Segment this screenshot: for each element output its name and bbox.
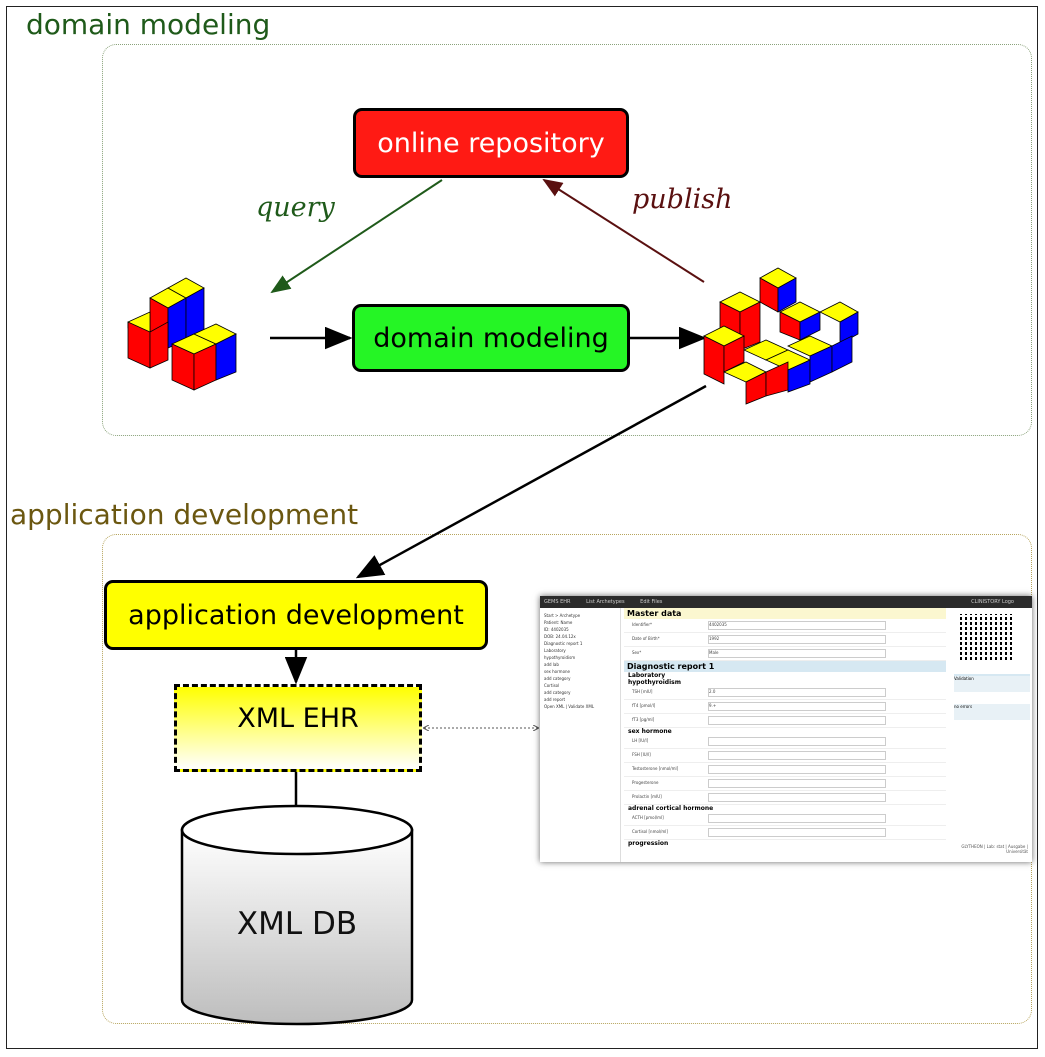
field-label: FSH [IU/l] bbox=[632, 752, 651, 757]
topbar-list-archetypes: List Archetypes bbox=[586, 599, 625, 605]
form-row: Prolactin [mIU] bbox=[624, 791, 946, 805]
screenshot-topbar: GEMS EHR List Archetypes Edit Files CLIN… bbox=[540, 596, 1032, 608]
form-row: Testosterone [nmol/ml] bbox=[624, 763, 946, 777]
database-cylinder bbox=[180, 804, 414, 1026]
adrenal-header: adrenal cortical hormone bbox=[628, 805, 714, 812]
field-input[interactable] bbox=[708, 737, 886, 746]
qr-code-icon bbox=[960, 614, 1014, 660]
field-input[interactable] bbox=[708, 793, 886, 802]
field-input[interactable] bbox=[708, 779, 886, 788]
application-development-node: application development bbox=[104, 580, 488, 650]
validation-box: Validation bbox=[954, 674, 1030, 692]
field-label: Progesterone bbox=[632, 780, 659, 785]
sex-hormone-header: sex hormone bbox=[628, 728, 672, 735]
form-row: ACTH [pmol/ml] bbox=[624, 812, 946, 826]
laboratory-header: Laboratory bbox=[628, 672, 666, 679]
diagram-frame bbox=[6, 6, 1038, 1049]
topbar-user: CLINISTORY Logo bbox=[971, 599, 1014, 605]
sidebar-tree-item[interactable]: Patient: Name bbox=[544, 620, 573, 625]
field-label: ACTH [pmol/ml] bbox=[632, 815, 664, 820]
sidebar-tree-item[interactable]: hypothyroidism bbox=[544, 655, 576, 660]
field-input[interactable] bbox=[708, 828, 886, 837]
sidebar-tree-item[interactable]: Open XML | Validate XML bbox=[544, 704, 595, 709]
form-row: Date of Birth* 1992 bbox=[624, 633, 946, 647]
field-label: Date of Birth* bbox=[632, 636, 660, 641]
form-row: Progesterone bbox=[624, 777, 946, 791]
field-label: fT4 [pmol/l] bbox=[632, 703, 656, 708]
query-label: query bbox=[256, 192, 335, 223]
form-row: Identifier* 4402035 bbox=[624, 619, 946, 633]
form-row: fT3 [pg/ml] bbox=[624, 714, 946, 728]
section-title-domain-modeling: domain modeling bbox=[26, 8, 271, 41]
publish-arrow bbox=[542, 178, 705, 283]
field-input[interactable]: 1992 bbox=[708, 635, 886, 644]
field-input[interactable]: Male bbox=[708, 649, 886, 658]
small-cube-model-icon bbox=[127, 277, 237, 391]
model-to-app-arrow bbox=[355, 384, 707, 579]
sidebar-tree-item[interactable]: Diagnostic report 1 bbox=[544, 641, 583, 646]
field-label: TSH [mIU] bbox=[632, 689, 653, 694]
sidebar-tree-item[interactable]: add category bbox=[544, 676, 571, 681]
field-input[interactable]: 2.0 bbox=[708, 688, 886, 697]
field-input[interactable] bbox=[708, 765, 886, 774]
screenshot-footer: GLYTHEON | Lab: stat | Ausgabe | Univers… bbox=[961, 844, 1028, 854]
large-cube-model-icon bbox=[703, 267, 859, 405]
topbar-edit-files: Edit Files bbox=[640, 599, 663, 605]
topbar-app-name: GEMS EHR bbox=[544, 599, 571, 605]
form-row: TSH [mIU] 2.0 bbox=[624, 686, 946, 700]
ehr-application-screenshot: GEMS EHR List Archetypes Edit Files CLIN… bbox=[540, 596, 1032, 862]
hypothyroidism-header: hypothyroidism bbox=[628, 679, 681, 686]
publish-label: publish bbox=[632, 184, 733, 215]
domain-modeling-node: domain modeling bbox=[352, 304, 630, 372]
form-row: LH [IU/l] bbox=[624, 735, 946, 749]
screenshot-right-panel: Validation no errors GLYTHEON | Lab: sta… bbox=[950, 608, 1032, 862]
field-input[interactable] bbox=[708, 751, 886, 760]
field-label: LH [IU/l] bbox=[632, 738, 649, 743]
section-title-application-development: application development bbox=[10, 498, 359, 531]
xml-ehr-node: XML EHR bbox=[174, 684, 422, 772]
field-input[interactable] bbox=[708, 814, 886, 823]
field-label: Sex* bbox=[632, 650, 642, 655]
sidebar-tree-item[interactable]: DOB: 24.04.12x bbox=[544, 634, 576, 639]
field-label: Identifier* bbox=[632, 622, 653, 627]
form-row: Cortisol [nmol/ml] bbox=[624, 826, 946, 840]
field-label: Prolactin [mIU] bbox=[632, 794, 662, 799]
form-row: Sex* Male bbox=[624, 647, 946, 661]
field-input[interactable] bbox=[708, 716, 886, 725]
sidebar-tree-item[interactable]: Laboratory bbox=[544, 648, 566, 653]
domain-modeling-group bbox=[102, 44, 1032, 436]
query-arrow bbox=[270, 179, 443, 294]
progression-header: progression bbox=[628, 840, 669, 847]
form-row: FSH [IU/l] bbox=[624, 749, 946, 763]
field-label: Testosterone [nmol/ml] bbox=[632, 766, 679, 771]
xml-db-label: XML DB bbox=[236, 906, 358, 942]
sidebar-tree-item[interactable]: Start > Archetype bbox=[544, 613, 581, 618]
field-label: Cortisol [nmol/ml] bbox=[632, 829, 668, 834]
sidebar-tree-item[interactable]: Cortisol bbox=[544, 683, 560, 688]
field-input[interactable]: 9.+ bbox=[708, 702, 886, 711]
field-label: fT3 [pg/ml] bbox=[632, 717, 655, 722]
sidebar-tree-item[interactable]: add report bbox=[544, 697, 566, 702]
field-input[interactable]: 4402035 bbox=[708, 621, 886, 630]
sidebar-tree-item[interactable]: sex hormone bbox=[544, 669, 571, 674]
sidebar-tree-item[interactable]: ID: 4402035 bbox=[544, 627, 569, 632]
master-data-header: Master data bbox=[624, 608, 946, 619]
sidebar-tree-item[interactable]: add category bbox=[544, 690, 571, 695]
status-box: no errors bbox=[954, 704, 1030, 720]
sidebar-tree-item[interactable]: add lab bbox=[544, 662, 559, 667]
form-row: fT4 [pmol/l] 9.+ bbox=[624, 700, 946, 714]
online-repository-node: online repository bbox=[353, 108, 629, 178]
diagnostic-report-header: Diagnostic report 1 bbox=[624, 661, 946, 672]
